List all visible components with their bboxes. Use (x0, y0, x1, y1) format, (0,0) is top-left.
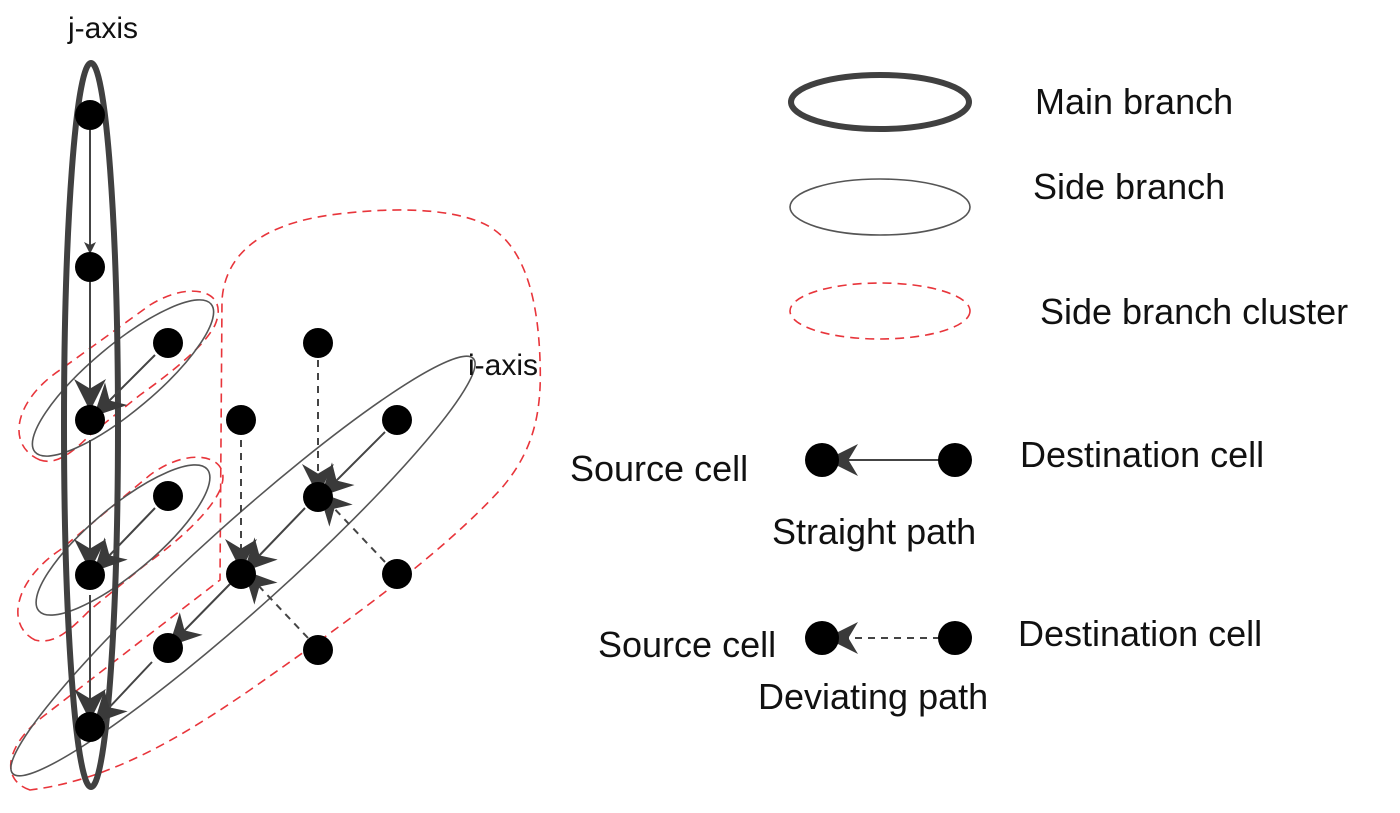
legend-straight-source-dot (805, 443, 839, 477)
legend-main-branch-label: Main branch (1035, 81, 1233, 122)
legend-cluster-label: Side branch cluster (1040, 291, 1348, 332)
i-axis-label: i-axis (468, 349, 538, 382)
legend-straight-source-label: Source cell (570, 448, 748, 489)
legend-cluster-icon (789, 282, 971, 340)
side-branch-middle (35, 464, 211, 616)
diagram-paths (74, 130, 386, 724)
j-axis-label: j-axis (67, 12, 138, 45)
legend-deviating-destination-label: Destination cell (1018, 613, 1262, 654)
legend-side-branch-icon (789, 178, 971, 236)
legend-straight-destination-dot (938, 443, 972, 477)
legend-deviating-source-label: Source cell (598, 624, 776, 665)
legend-main-branch-icon (788, 72, 972, 132)
cluster-middle (17, 456, 224, 642)
legend-side-branch-label: Side branch (1033, 166, 1225, 207)
side-branch-upper (31, 299, 215, 457)
diagram-cells (75, 100, 412, 742)
legend-deviating-caption: Deviating path (758, 676, 988, 717)
cluster-upper (18, 290, 219, 462)
legend-straight-caption: Straight path (772, 511, 976, 552)
cluster-large (9, 209, 542, 791)
legend-straight-destination-label: Destination cell (1020, 434, 1264, 475)
legend-deviating-source-dot (805, 621, 839, 655)
main-branch (61, 60, 121, 790)
legend: Main branch Side branch Side branch clus… (570, 72, 1348, 717)
legend-deviating-destination-dot (938, 621, 972, 655)
